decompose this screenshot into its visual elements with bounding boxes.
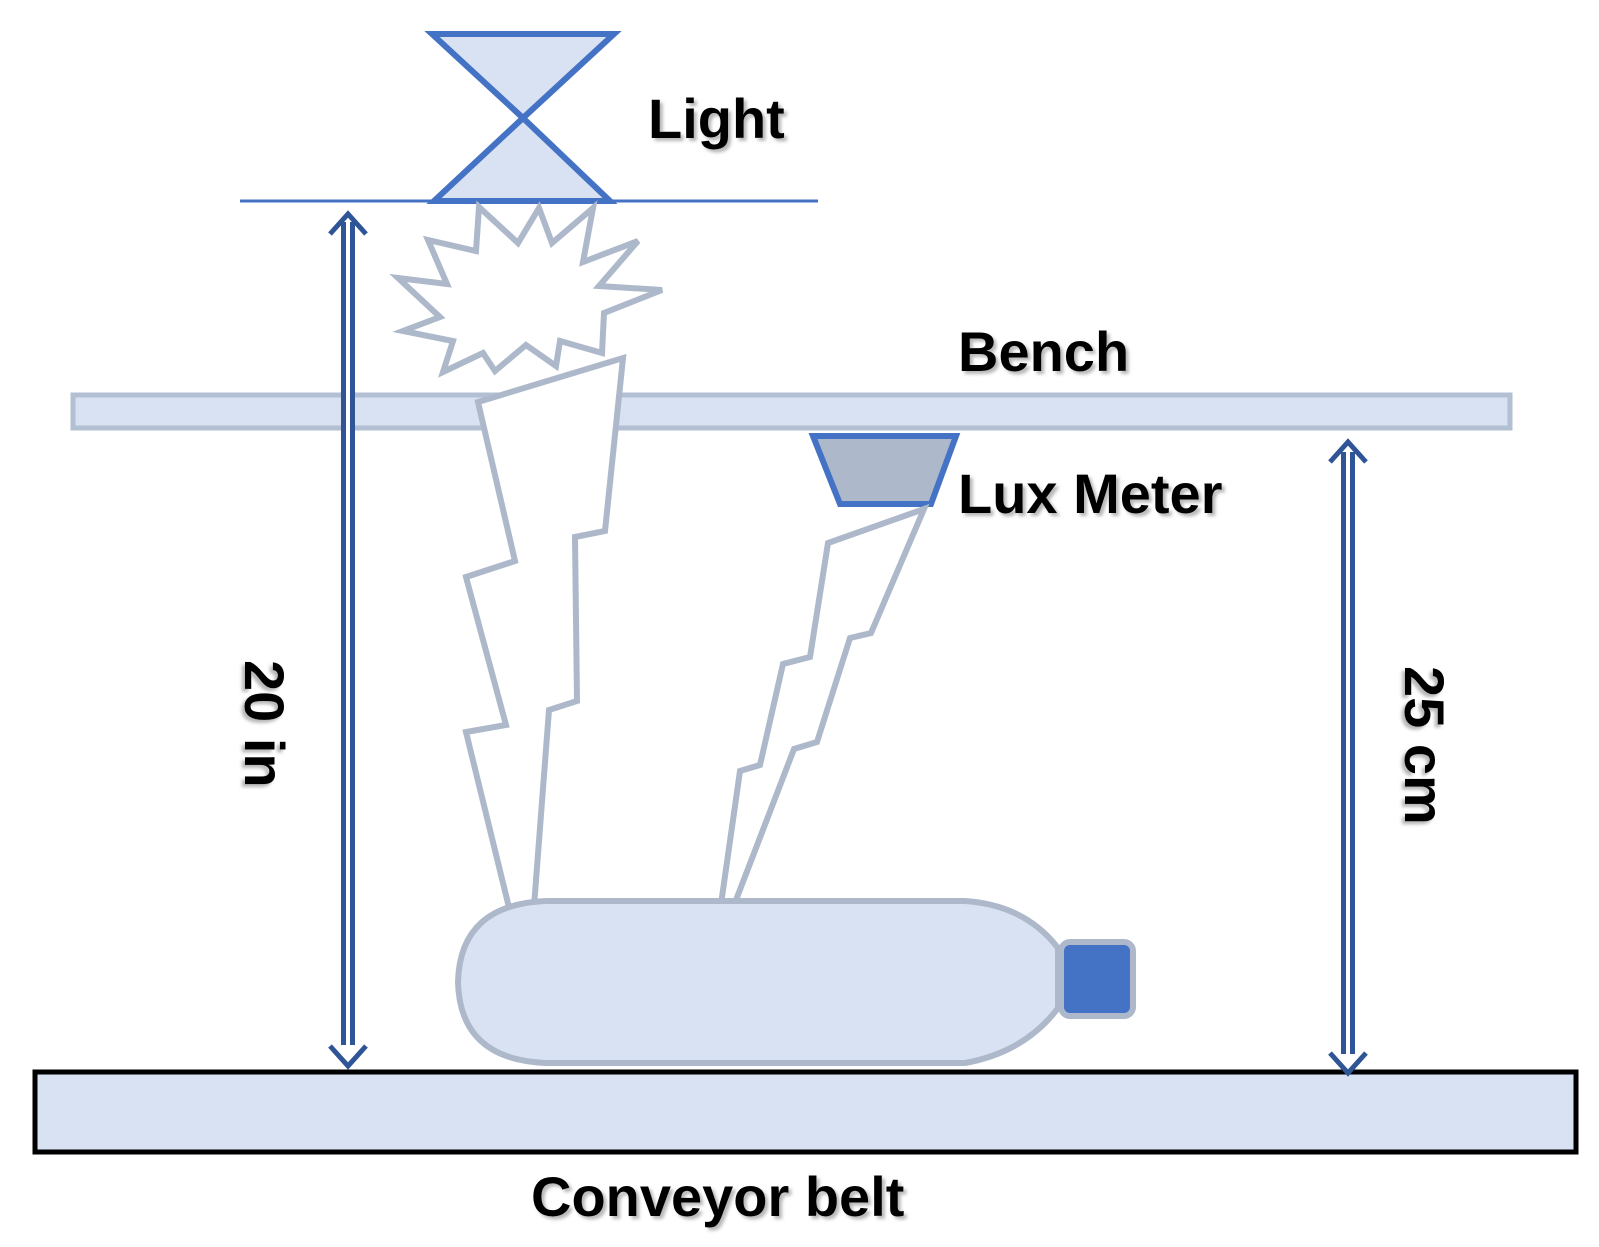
light-ray-bottle xyxy=(462,353,627,986)
light-burst-icon xyxy=(389,200,664,378)
bench-label: Bench xyxy=(958,320,1129,383)
distance-light-label: 20 in xyxy=(233,660,296,788)
bench xyxy=(70,392,1513,431)
distance-bench-label: 25 cm xyxy=(1393,666,1456,825)
light-fixture-icon xyxy=(424,31,622,204)
bottle-icon xyxy=(455,898,1136,1066)
distance-arrow-light-icon xyxy=(328,210,368,1070)
bottle-cap xyxy=(1058,939,1136,1019)
light-ray-reflected xyxy=(710,503,930,962)
lux-meter-icon xyxy=(808,433,961,507)
conveyor-belt-label: Conveyor belt xyxy=(531,1165,904,1228)
light-label: Light xyxy=(648,87,785,150)
lux-meter-label: Lux Meter xyxy=(958,462,1223,525)
conveyor-belt xyxy=(32,1069,1579,1155)
distance-arrow-bench-icon xyxy=(1328,438,1368,1077)
